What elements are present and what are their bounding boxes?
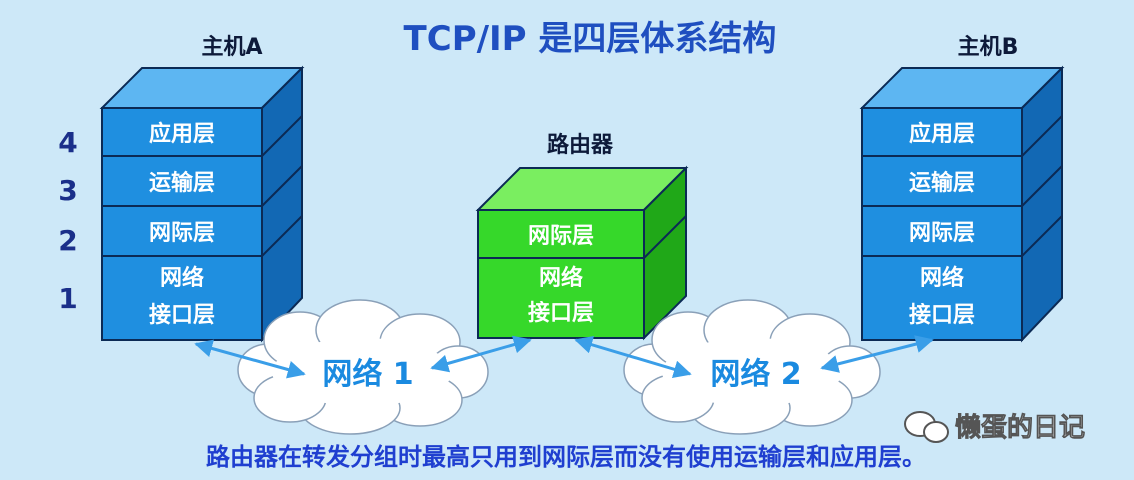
host-a-netif-label-2: 接口层 (149, 303, 215, 328)
arrow-network-2-host-b (820, 335, 934, 373)
host-b-app-label: 应用层 (909, 121, 975, 147)
arrow-host-a-network-1 (194, 339, 306, 379)
router-stack: 网际层 网络 接口层 (475, 165, 689, 341)
router-internet-label: 网际层 (528, 224, 594, 249)
host-a-netif-label-1: 网络 (160, 265, 204, 291)
wechat-icon (904, 411, 949, 443)
router-netif-label-1: 网络 (539, 265, 583, 291)
network-2-label: 网络 2 (710, 357, 801, 392)
host-a-layer-netif (101, 255, 263, 341)
router-netif-label-2: 接口层 (528, 301, 594, 326)
watermark-text: 懒蛋的日记 (955, 412, 1085, 443)
host-b-stack: 应用层 运输层 网际层 网络 接口层 (859, 65, 1065, 343)
arrow-router-network-2 (574, 336, 692, 378)
host-b-layer-app (861, 107, 1023, 157)
host-b-transport-label: 运输层 (909, 170, 975, 196)
host-b-layer-internet (861, 205, 1023, 257)
layer-number-1: 1 (58, 282, 77, 315)
layer-number-2: 2 (58, 224, 77, 257)
host-a-internet-label: 网际层 (149, 221, 215, 246)
host-a-label: 主机A (201, 35, 262, 60)
footer-caption: 路由器在转发分组时最高只用到网际层而没有使用运输层和应用层。 (206, 443, 926, 471)
host-a-layer-internet (101, 205, 263, 257)
host-b-side-face (1021, 65, 1063, 343)
host-b-netif-label-1: 网络 (920, 265, 964, 291)
router-layer-internet (477, 209, 645, 259)
host-b-internet-label: 网际层 (909, 221, 975, 246)
host-a-side-face (261, 65, 303, 343)
host-b-netif-label-2: 接口层 (909, 303, 975, 328)
arrow-network-1-router (430, 335, 532, 373)
layer-number-4: 4 (58, 126, 77, 159)
host-a-transport-label: 运输层 (149, 170, 215, 196)
host-a-layer-app (101, 107, 263, 157)
diagram-title: TCP/IP 是四层体系结构 (404, 19, 777, 59)
router-label: 路由器 (547, 132, 614, 158)
host-b-label: 主机B (958, 35, 1019, 60)
host-b-layer-netif (861, 255, 1023, 341)
layer-number-3: 3 (58, 174, 77, 207)
host-b-layer-transport (861, 155, 1023, 207)
router-layer-netif (477, 257, 645, 339)
host-a-stack: 应用层 运输层 网际层 网络 接口层 (99, 65, 305, 343)
network-1-label: 网络 1 (322, 357, 413, 392)
host-a-app-label: 应用层 (149, 121, 215, 147)
